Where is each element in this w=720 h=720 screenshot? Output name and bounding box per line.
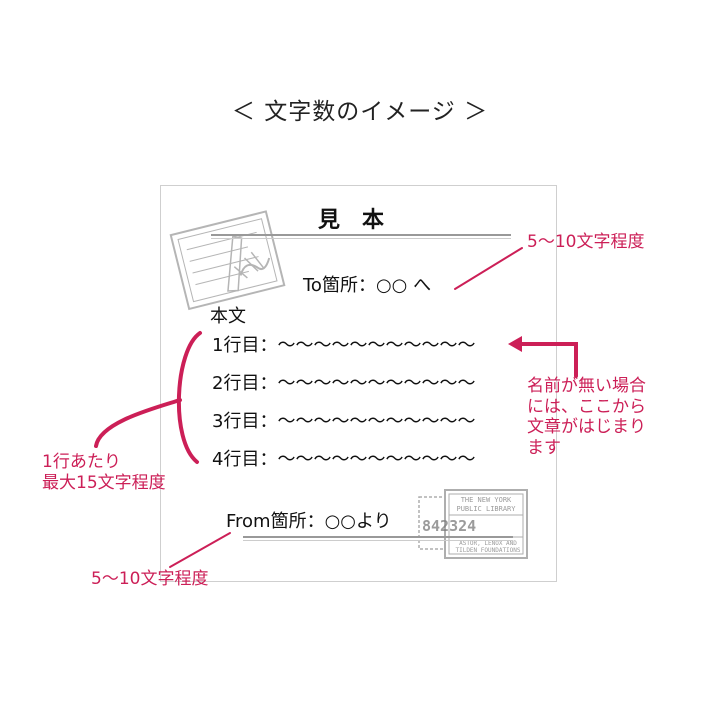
bracket-mark — [176, 331, 202, 464]
note-right: 名前が無い場合 には、ここから 文章がはじまり ます — [527, 376, 646, 459]
postmark-stamp-top-left — [169, 210, 286, 311]
body-line-4: 4行目：～～～～～～～～～～～ — [212, 449, 476, 470]
pointer-line-top — [454, 247, 523, 290]
stamp-line-3: ASTOR, LENOX AND — [459, 540, 517, 547]
bracket-pointer — [94, 398, 182, 448]
sample-card — [160, 185, 557, 582]
page-title: ＜ 文字数のイメージ ＞ — [231, 99, 489, 125]
note-left: 1行あたり 最大15文字程度 — [42, 452, 166, 493]
title-rule — [211, 234, 511, 239]
to-line: To箇所：○○ へ — [303, 275, 432, 296]
note-top: 5～10文字程度 — [527, 232, 645, 252]
arrow-path — [518, 342, 578, 378]
stamp-line-1: THE NEW YORK — [461, 496, 512, 504]
stamp-number: 842324 — [422, 517, 476, 535]
arrow-head — [508, 336, 522, 352]
body-label: 本文 — [210, 306, 246, 327]
sample-title: 見本 — [318, 208, 407, 233]
from-rule — [243, 536, 513, 541]
body-line-2: 2行目：～～～～～～～～～～～ — [212, 373, 476, 394]
from-line: From箇所：○○より — [226, 511, 392, 532]
note-bottom: 5～10文字程度 — [91, 569, 209, 589]
body-line-3: 3行目：～～～～～～～～～～～ — [212, 411, 476, 432]
stamp-line-2: PUBLIC LIBRARY — [456, 505, 516, 513]
body-line-1: 1行目：～～～～～～～～～～～ — [212, 335, 476, 356]
stamp-line-4: TILDEN FOUNDATIONS — [455, 547, 520, 554]
pointer-line-bottom — [169, 532, 231, 568]
